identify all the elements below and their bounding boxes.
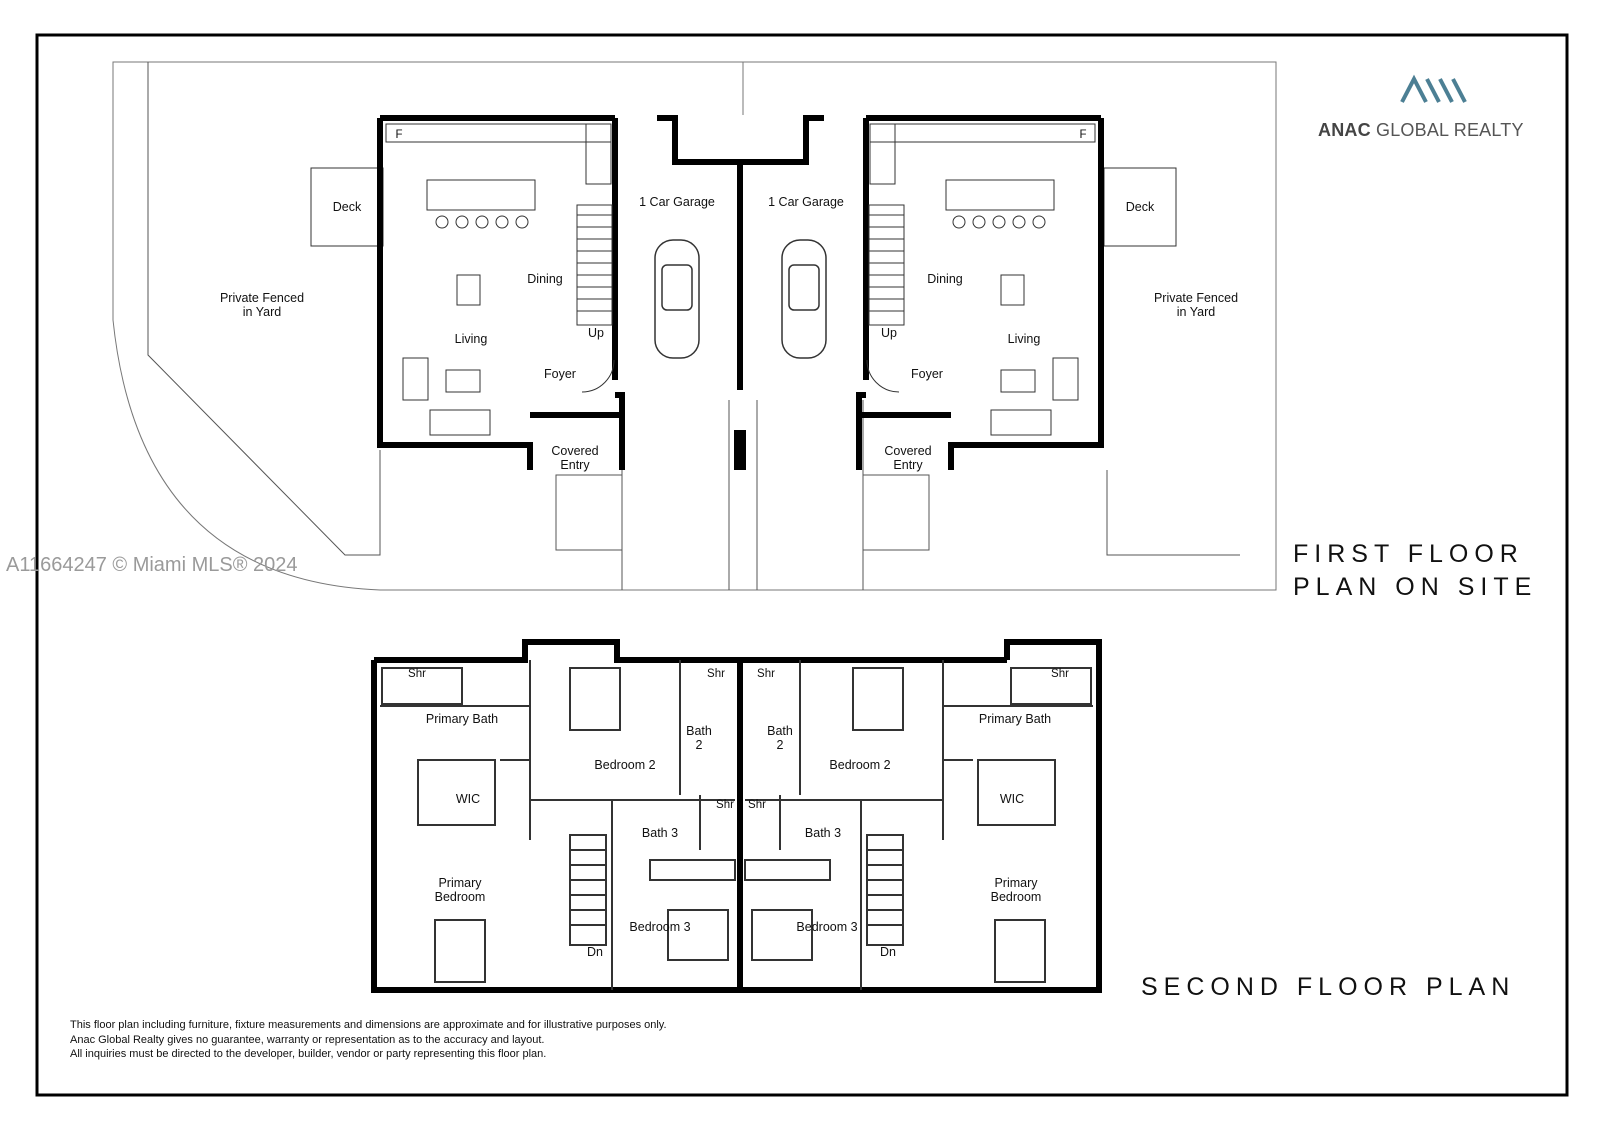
foyer-label-right: Foyer bbox=[911, 367, 943, 381]
car-right-icon bbox=[781, 239, 827, 359]
stairs-down-label-left: Dn bbox=[587, 945, 603, 959]
disclaimer-line: Anac Global Realty gives no guarantee, w… bbox=[70, 1033, 545, 1046]
stairs-down-label-right: Dn bbox=[880, 945, 896, 959]
anac-logo-icon bbox=[1400, 74, 1467, 103]
primary-bedroom-label-right: Primary Bedroom bbox=[990, 876, 1042, 904]
sheet-border bbox=[35, 33, 1569, 1097]
first-floor-title-line2: PLAN ON SITE bbox=[1293, 573, 1538, 601]
disclaimer-line: All inquiries must be directed to the de… bbox=[70, 1048, 547, 1060]
bedroom3-label-right: Bedroom 3 bbox=[796, 920, 858, 934]
bedroom3-label-left: Bedroom 3 bbox=[629, 920, 691, 934]
first-floor-site bbox=[112, 61, 1277, 591]
car-left-icon bbox=[654, 239, 700, 359]
covered-entry-label-right: Covered Entry bbox=[884, 444, 932, 472]
first-floor-title-line1: FIRST FLOOR bbox=[1293, 540, 1524, 568]
second-floor-title: SECOND FLOOR PLAN bbox=[1141, 973, 1516, 1001]
garage-label-left: 1 Car Garage bbox=[639, 195, 715, 209]
fridge-label-left: F bbox=[395, 129, 403, 141]
disclaimer: This floor plan including furniture, fix… bbox=[70, 1018, 667, 1062]
brand-name: ANAC GLOBAL REALTY bbox=[1318, 120, 1524, 140]
living-label-left: Living bbox=[454, 332, 488, 346]
shower-label-right-3: Shr bbox=[748, 799, 766, 811]
foyer-label-left: Foyer bbox=[544, 367, 576, 381]
deck-label-left: Deck bbox=[332, 200, 362, 214]
shower-label-left-2: Shr bbox=[707, 668, 725, 680]
shower-label-left-1: Shr bbox=[408, 668, 426, 680]
yard-label-right: Private Fenced in Yard bbox=[1153, 291, 1239, 319]
primary-bath-label-right: Primary Bath bbox=[978, 712, 1052, 726]
yard-label-left: Private Fenced in Yard bbox=[219, 291, 305, 319]
bedroom2-label-left: Bedroom 2 bbox=[594, 758, 656, 772]
living-label-right: Living bbox=[1007, 332, 1041, 346]
wic-label-right: WIC bbox=[999, 792, 1025, 806]
bath2-label-right: Bath 2 bbox=[767, 724, 793, 752]
first-floor-walls-right bbox=[734, 115, 1104, 470]
mls-watermark: A11664247 © Miami MLS® 2024 bbox=[6, 554, 298, 576]
wic-label-left: WIC bbox=[455, 792, 481, 806]
second-floor-walls bbox=[371, 639, 1102, 993]
bath3-label-left: Bath 3 bbox=[641, 826, 679, 840]
first-floor-walls-left bbox=[377, 115, 743, 470]
disclaimer-line: This floor plan including furniture, fix… bbox=[70, 1019, 667, 1031]
primary-bath-label-left: Primary Bath bbox=[425, 712, 499, 726]
bath3-label-right: Bath 3 bbox=[804, 826, 842, 840]
shower-label-right-2: Shr bbox=[757, 668, 775, 680]
garage-label-right: 1 Car Garage bbox=[768, 195, 844, 209]
shower-label-left-3: Shr bbox=[716, 799, 734, 811]
shower-label-right-1: Shr bbox=[1051, 668, 1069, 680]
first-floor-fixtures-left bbox=[385, 123, 615, 436]
stairs-up-label-left: Up bbox=[588, 326, 604, 340]
dining-label-left: Dining bbox=[527, 272, 563, 286]
second-floor-interior bbox=[380, 660, 1093, 990]
first-floor-fixtures-right bbox=[866, 123, 1096, 436]
bath2-label-left: Bath 2 bbox=[686, 724, 712, 752]
dining-label-right: Dining bbox=[927, 272, 963, 286]
bedroom2-label-right: Bedroom 2 bbox=[829, 758, 891, 772]
deck-label-right: Deck bbox=[1125, 200, 1155, 214]
stairs-up-label-right: Up bbox=[881, 326, 897, 340]
primary-bedroom-label-left: Primary Bedroom bbox=[434, 876, 486, 904]
covered-entry-label-left: Covered Entry bbox=[551, 444, 599, 472]
fridge-label-right: F bbox=[1079, 129, 1087, 141]
